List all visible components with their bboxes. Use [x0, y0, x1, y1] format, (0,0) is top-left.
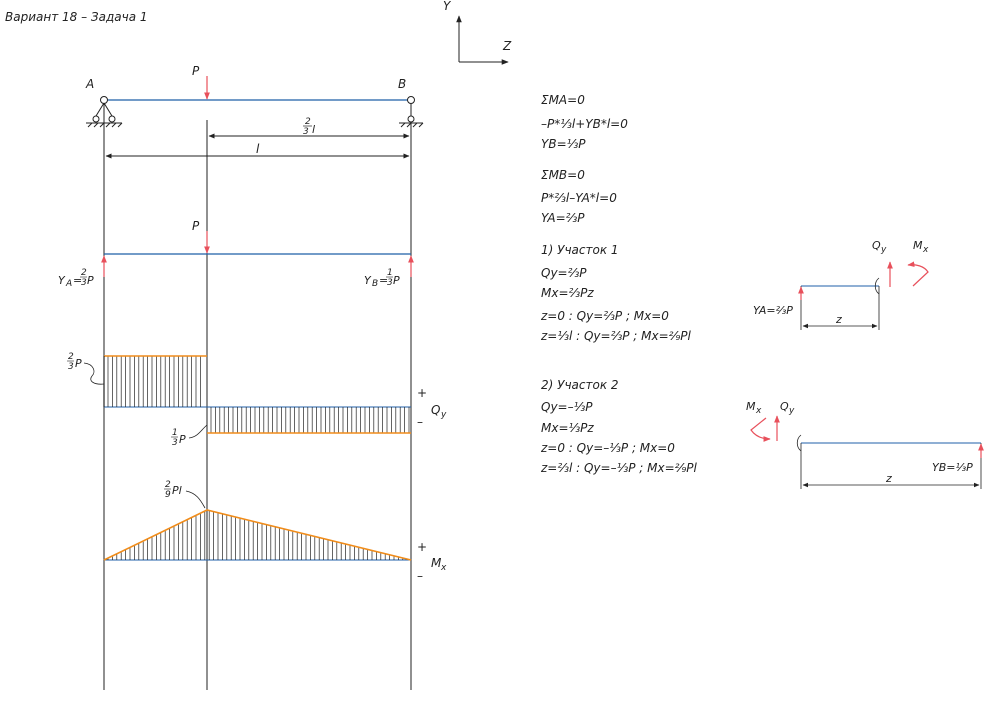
svg-text:P: P [75, 357, 82, 370]
section-2-q: Qy=–⅓P [541, 400, 593, 414]
section-1-title: 1) Участок 1 [541, 243, 619, 257]
equilibrium-equations: ΣMA=0 –P*⅓l+YB*l=0 YB=⅓P ΣMB=0 P*⅔l–YA*l… [541, 93, 628, 225]
eq-ya-result: YA=⅔P [541, 211, 585, 225]
svg-text:Pl: Pl [172, 484, 182, 497]
shear-plus-sign: + [417, 386, 427, 400]
svg-text:Q: Q [780, 400, 789, 413]
reaction-b-label: Y B = 1 3 P [364, 268, 400, 289]
support-a-label: A [85, 77, 94, 91]
axis-z-label: Z [502, 39, 512, 53]
roller-support-b-icon [399, 96, 424, 128]
moment-minus-sign: – [417, 569, 423, 583]
section-1-sketch-reaction: YA=⅔P [753, 304, 793, 317]
section-1-z1: z=⅓l : Qy=⅔P ; Mx=²⁄₉Pl [540, 329, 692, 343]
svg-text:=: = [379, 274, 388, 287]
section-2-title: 2) Участок 2 [541, 378, 619, 392]
axis-y-label: Y [443, 0, 452, 13]
section-1-sketch: z YA=⅔P Q y M x [753, 239, 929, 330]
svg-text:P: P [87, 274, 94, 287]
eq-sum-mb: ΣMB=0 [541, 168, 585, 182]
svg-text:9: 9 [165, 490, 171, 500]
svg-text:Q: Q [431, 403, 440, 417]
svg-text:Q: Q [872, 239, 881, 252]
section-2-sketch: z YB=⅓P M x Q y [746, 400, 984, 489]
svg-text:M: M [746, 400, 756, 413]
svg-text:1: 1 [172, 428, 178, 438]
svg-text:P: P [179, 433, 186, 446]
svg-text:2: 2 [81, 268, 87, 278]
shear-hatching [107, 356, 410, 433]
svg-text:B: B [372, 279, 378, 289]
section-1: 1) Участок 1 Qy=⅔P Mx=⅔Pz z=0 : Qy=⅔P ; … [540, 239, 929, 343]
section-2-moment-arrow-icon [750, 417, 771, 442]
moment-diagram: 2 9 Pl + – M x [103, 480, 447, 583]
shear-label: Q y [431, 403, 447, 420]
reaction-a-label: Y A = 2 3 P [58, 268, 94, 289]
moment-max-value: 2 9 Pl [164, 480, 206, 509]
moment-curve [103, 509, 412, 561]
shear-value-left: 2 3 P [67, 352, 105, 385]
svg-text:A: A [65, 279, 72, 289]
svg-text:1: 1 [387, 268, 393, 278]
section-2-sketch-reaction: YB=⅓P [932, 461, 973, 474]
section-2: 2) Участок 2 Qy=–⅓P Mx=⅓Pz z=0 : Qy=–⅓P … [540, 378, 984, 489]
svg-text:y: y [880, 245, 887, 255]
eq-yb-result: YB=⅓P [541, 137, 586, 151]
svg-text:x: x [440, 563, 447, 573]
svg-text:3: 3 [81, 278, 87, 288]
load-label: P [192, 64, 200, 78]
svg-text:3: 3 [172, 438, 178, 448]
svg-text:y: y [788, 406, 795, 416]
eq-ma: –P*⅓l+YB*l=0 [541, 117, 628, 131]
calc-scheme: P Y A = 2 3 P Y B = 1 3 P [58, 219, 414, 289]
construction-lines [103, 100, 412, 690]
shear-diagram: 2 3 P 1 3 P + – Q y [67, 352, 447, 448]
support-b-label: B [398, 77, 406, 91]
section-1-q: Qy=⅔P [541, 266, 587, 280]
section-2-z0: z=0 : Qy=–⅓P ; Mx=0 [540, 441, 675, 455]
section-2-sketch-z: z [885, 472, 892, 485]
section-1-z0: z=0 : Qy=⅔P ; Mx=0 [540, 309, 669, 323]
shear-value-right: 1 3 P [171, 424, 208, 448]
pin-support-a-icon [86, 96, 123, 128]
dim-frac-unit: l [312, 123, 315, 136]
dim-full-label: l [256, 142, 260, 156]
svg-text:2: 2 [68, 352, 74, 362]
dimension-two-thirds-l: 2 3 l [208, 117, 410, 139]
section-2-z1: z=⅔l : Qy=–⅓P ; Mx=²⁄₉Pl [540, 461, 698, 475]
section-1-moment-arrow-icon [907, 261, 929, 287]
svg-text:y: y [440, 410, 447, 420]
section-1-m: Mx=⅔Pz [541, 286, 594, 300]
eq-mb: P*⅔l–YA*l=0 [541, 191, 617, 205]
section-1-sketch-z: z [835, 313, 842, 326]
svg-text:3: 3 [68, 362, 74, 372]
svg-text:x: x [922, 245, 929, 255]
svg-text:=: = [73, 274, 82, 287]
moment-label: M x [431, 556, 447, 573]
shear-minus-sign: – [417, 415, 423, 429]
page-title: Вариант 18 – Задача 1 [5, 10, 148, 24]
dimension-full-l: l [105, 142, 410, 159]
section-2-m: Mx=⅓Pz [541, 421, 594, 435]
svg-text:Y: Y [364, 274, 372, 287]
beam-scheme: A B P 2 3 l l [85, 64, 424, 159]
svg-text:x: x [755, 406, 762, 416]
eq-sum-ma: ΣMA=0 [541, 93, 585, 107]
calc-load-label: P [192, 219, 200, 233]
dim-frac-num: 2 [305, 117, 311, 127]
svg-text:2: 2 [165, 480, 171, 490]
moment-hatching [107, 510, 408, 560]
svg-text:Y: Y [58, 274, 66, 287]
svg-text:M: M [913, 239, 923, 252]
svg-text:P: P [393, 274, 400, 287]
dim-frac-den: 3 [303, 127, 309, 137]
moment-plus-sign: + [417, 540, 427, 554]
axes-icon: Y Z [443, 0, 512, 65]
svg-text:M: M [431, 556, 442, 570]
svg-text:3: 3 [387, 278, 393, 288]
